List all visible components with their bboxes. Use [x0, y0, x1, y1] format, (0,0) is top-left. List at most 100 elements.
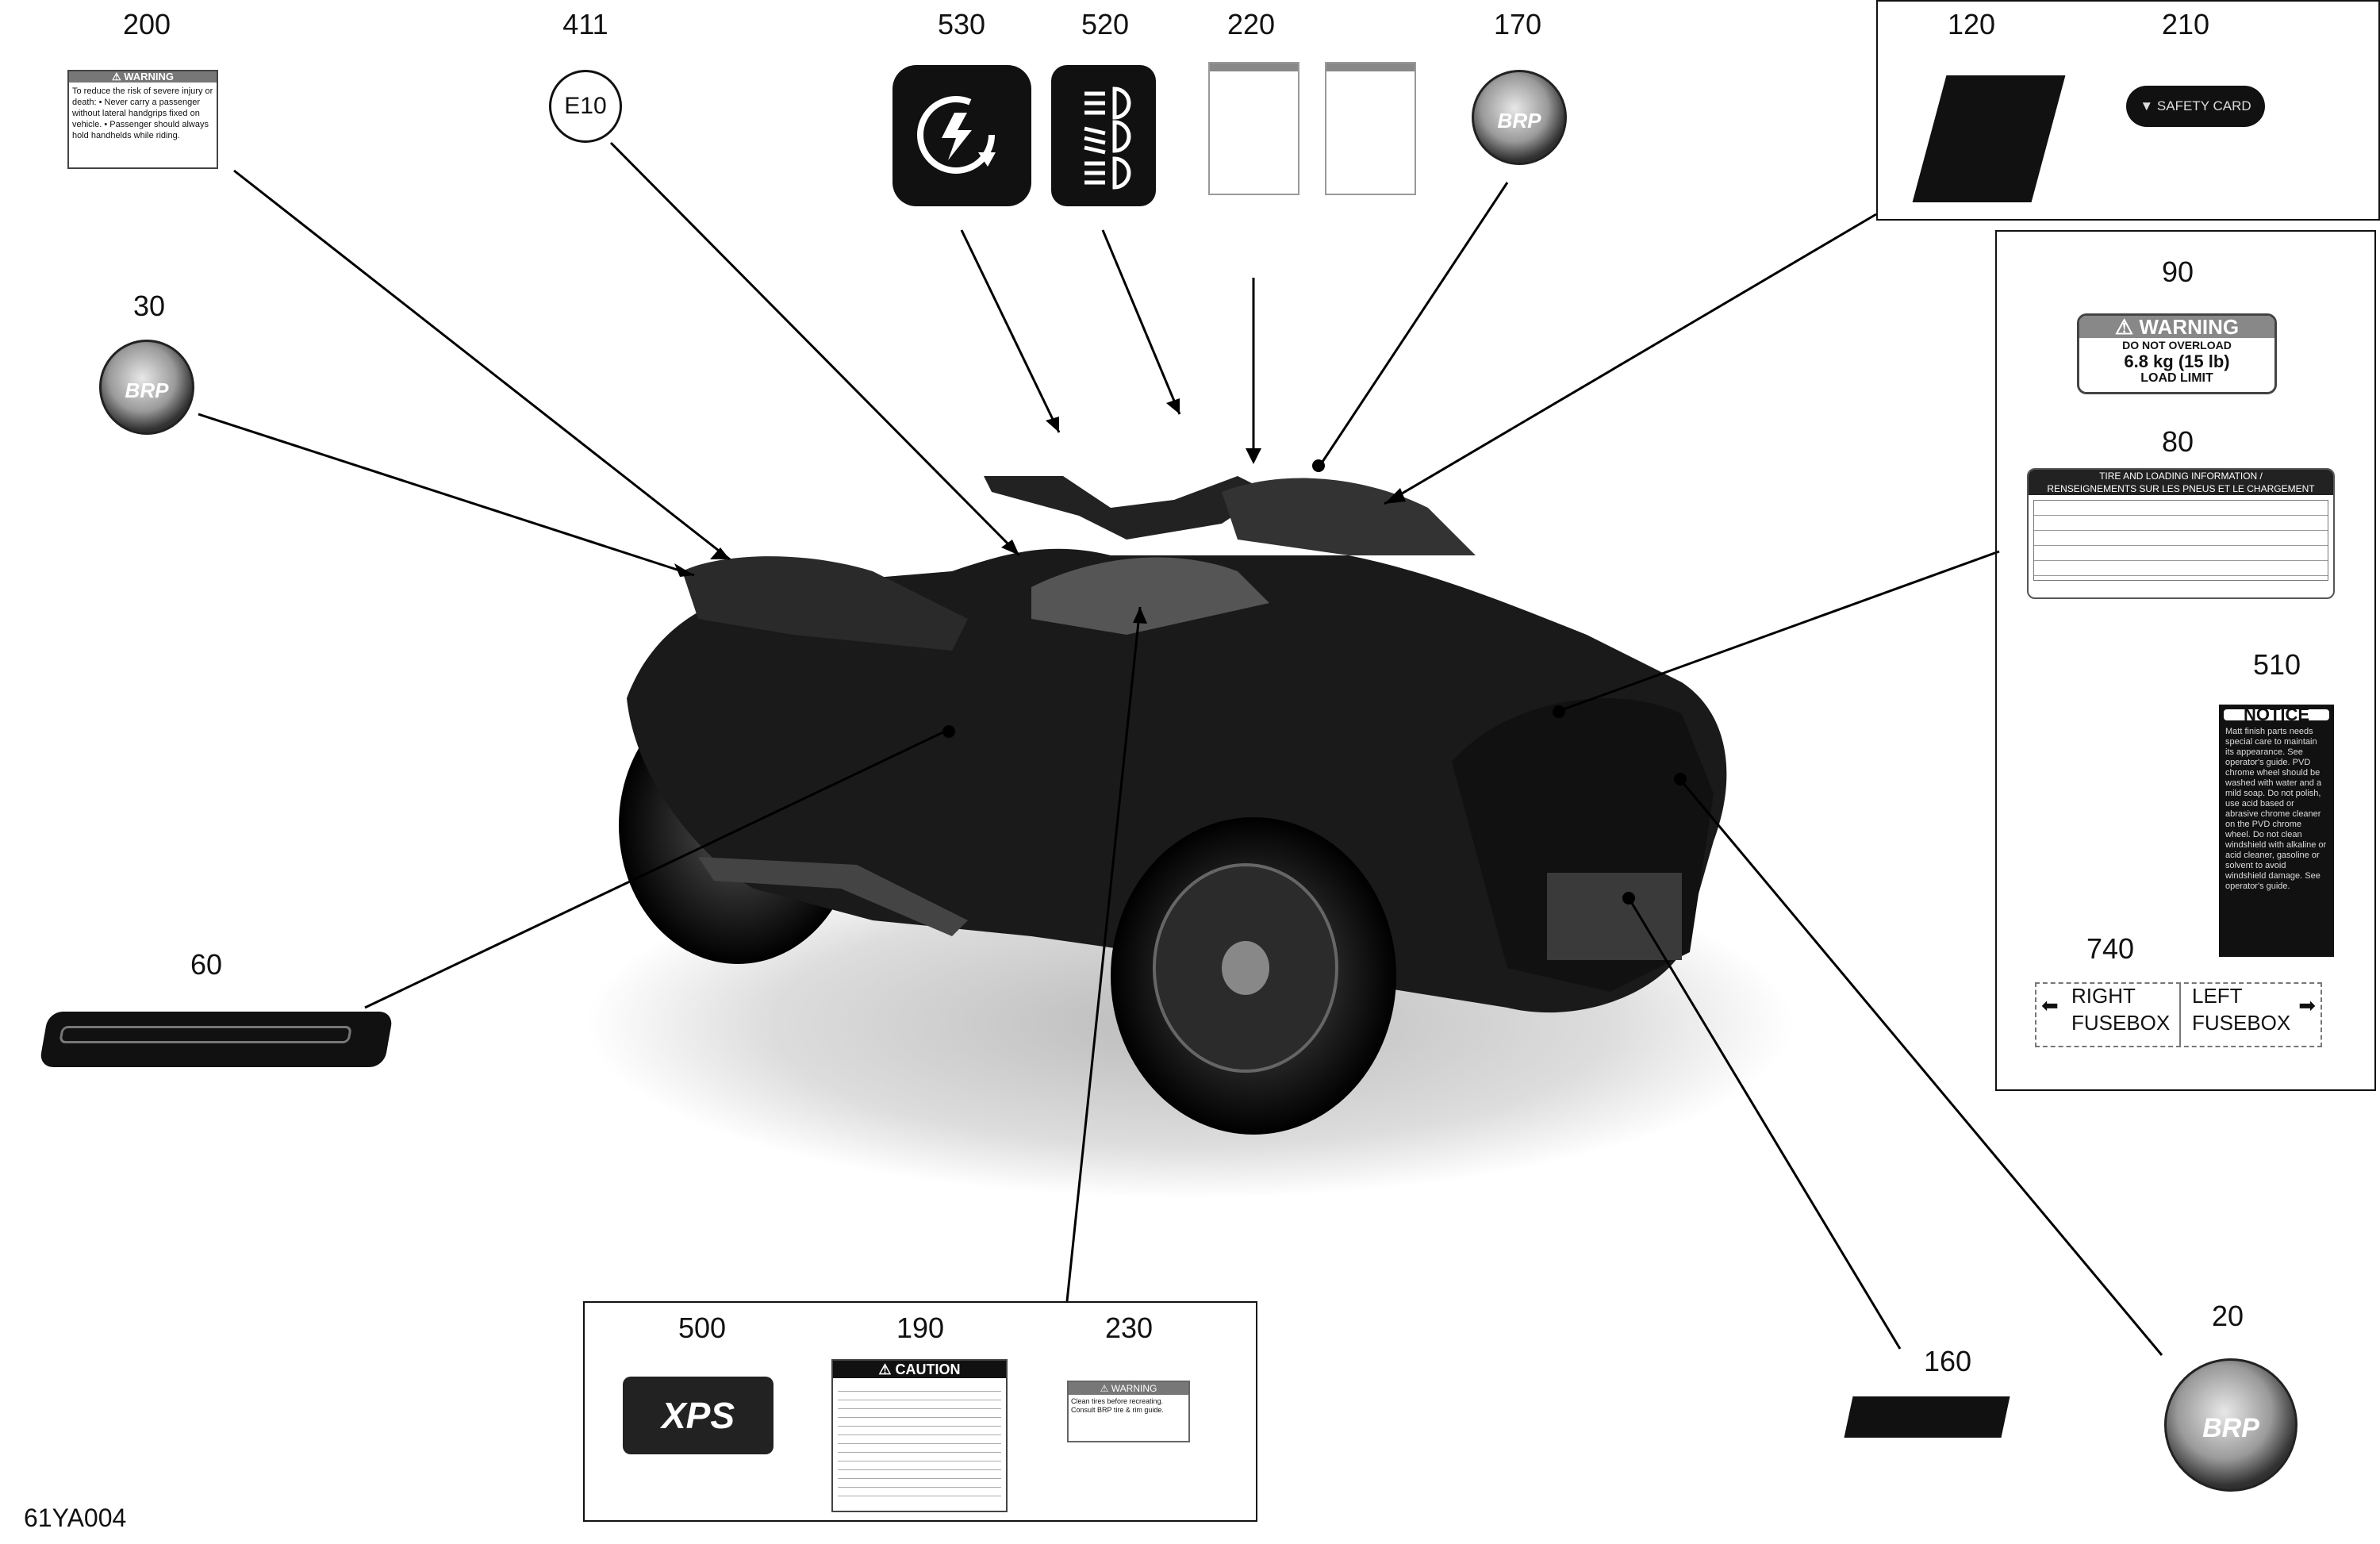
label-190-title: ⚠ CAUTION: [833, 1361, 1006, 1378]
label-230-warning: ⚠ WARNING Clean tires before recreating.…: [1067, 1381, 1190, 1442]
callout-30: 30: [132, 290, 166, 322]
dot-20: [1674, 773, 1687, 785]
label-90-line1: DO NOT OVERLOAD: [2122, 339, 2232, 351]
label-530-decal: [892, 65, 1031, 206]
label-90-line3: LOAD LIMIT: [2140, 371, 2213, 385]
arrowhead-520: [1166, 398, 1180, 414]
label-200-title: ⚠ WARNING: [69, 71, 217, 83]
fusebox-left-label1: LEFT: [2192, 984, 2243, 1008]
front-wheel-hub: [1222, 941, 1269, 995]
inset-box-bottom: [583, 1301, 1257, 1522]
label-220-left: [1208, 62, 1299, 195]
leader-200: [233, 169, 731, 561]
label-20-brp-badge: BRP: [2164, 1358, 2297, 1492]
label-170-brp-badge: BRP: [1472, 70, 1567, 165]
leader-170: [1319, 182, 1509, 465]
label-230-title: ⚠ WARNING: [1069, 1382, 1188, 1395]
callout-90: 90: [2161, 255, 2194, 288]
exhaust: [698, 857, 968, 936]
callout-120: 120: [1947, 8, 1996, 40]
leader-80: [1560, 550, 2000, 712]
arrow-left-icon: ⬅: [2041, 993, 2059, 1017]
callout-20: 20: [2211, 1300, 2244, 1332]
leader-30: [198, 413, 695, 577]
callout-190: 190: [896, 1312, 945, 1344]
leader-411: [609, 141, 1021, 557]
leader-20: [1680, 781, 2163, 1356]
label-80-title2: RENSEIGNEMENTS SUR LES PNEUS ET LE CHARG…: [2029, 482, 2333, 495]
label-510-notice: NOTICE Matt finish parts needs special c…: [2219, 705, 2334, 957]
label-200-warning: ⚠ WARNING To reduce the risk of severe i…: [67, 70, 218, 169]
label-230-body: Clean tires before recreating. Consult B…: [1071, 1397, 1164, 1414]
brp-logo-text: BRP: [2202, 1413, 2259, 1443]
diagram-code: 61YA004: [24, 1504, 127, 1532]
callout-530: 530: [937, 8, 986, 40]
callout-220: 220: [1226, 8, 1276, 40]
arrow-right-icon: ➡: [2298, 993, 2316, 1017]
callout-60: 60: [190, 948, 223, 981]
seat: [682, 556, 968, 651]
low-beam-icon: [1084, 120, 1131, 155]
leader-lines: [198, 141, 2163, 1356]
inset-box-top-right: [1876, 0, 2380, 221]
arrowhead-220: [1246, 448, 1261, 464]
label-60-spyder-decal: [38, 1012, 394, 1067]
callout-520: 520: [1081, 8, 1130, 40]
label-500-xps: XPS: [623, 1377, 774, 1454]
dot-170: [1312, 459, 1325, 472]
callout-160: 160: [1923, 1345, 1972, 1377]
arrowheads: [674, 398, 1406, 624]
safety-card-text: ▼ SAFETY CARD: [2140, 98, 2251, 113]
headlight-icons: [1084, 86, 1131, 190]
leader-inset: [1065, 606, 1142, 1302]
label-90-warning: ⚠ WARNING DO NOT OVERLOAD 6.8 kg (15 lb)…: [2077, 313, 2277, 394]
xps-text: XPS: [661, 1395, 735, 1436]
leader-160: [1629, 900, 1902, 1350]
fusebox-left: LEFT FUSEBOX ➡: [2181, 984, 2320, 1046]
leader-120: [1384, 213, 1877, 505]
callout-230: 230: [1104, 1312, 1154, 1344]
label-200-body: To reduce the risk of severe injury or d…: [72, 86, 213, 140]
dot-60: [942, 725, 955, 738]
callout-411: 411: [562, 8, 608, 40]
front-grille: [1547, 873, 1682, 960]
label-80-tire-info: TIRE AND LOADING INFORMATION / RENSEIGNE…: [2027, 468, 2335, 599]
arrowhead-200: [710, 547, 730, 559]
dots: [942, 459, 1687, 905]
arrowhead-530: [1046, 417, 1059, 432]
callout-740: 740: [2086, 932, 2135, 965]
label-210-safety-card: ▼ SAFETY CARD: [2126, 86, 2265, 127]
dot-160: [1622, 892, 1635, 905]
label-80-title1: TIRE AND LOADING INFORMATION /: [2029, 470, 2333, 482]
label-510-body: Matt finish parts needs special care to …: [2225, 727, 2327, 891]
callout-170: 170: [1493, 8, 1542, 40]
leader-520: [1101, 229, 1181, 415]
arrowhead-120: [1384, 488, 1406, 504]
position-light-icon: [1084, 156, 1131, 190]
label-80-table: [2033, 500, 2328, 581]
inset-box-right: [1995, 230, 2376, 1091]
label-220-right: [1325, 62, 1416, 195]
label-90-title: ⚠ WARNING: [2079, 316, 2274, 338]
fusebox-right-label2: FUSEBOX: [2071, 1011, 2171, 1035]
fusebox-left-label2: FUSEBOX: [2192, 1011, 2291, 1035]
label-160-decal: [1844, 1396, 2010, 1438]
label-510-title: NOTICE: [2224, 706, 2329, 724]
front-fairing: [1031, 557, 1269, 635]
label-30-brp-badge: BRP: [99, 340, 194, 435]
label-740-fusebox: ⬅ RIGHT FUSEBOX LEFT FUSEBOX ➡: [2035, 982, 2322, 1047]
arrowhead-inset: [1133, 607, 1147, 624]
label-520-decal: [1051, 65, 1156, 206]
callout-80: 80: [2161, 425, 2194, 458]
brp-logo-text: BRP: [125, 378, 169, 402]
leader-60: [364, 728, 949, 1009]
e10-text: E10: [564, 93, 607, 119]
windshield: [1222, 478, 1476, 555]
vehicle: [619, 476, 1727, 1135]
fusebox-right: ⬅ RIGHT FUSEBOX: [2036, 984, 2181, 1046]
dot-80: [1553, 705, 1565, 718]
high-beam-icon: [1084, 86, 1131, 120]
callout-510: 510: [2252, 648, 2301, 681]
